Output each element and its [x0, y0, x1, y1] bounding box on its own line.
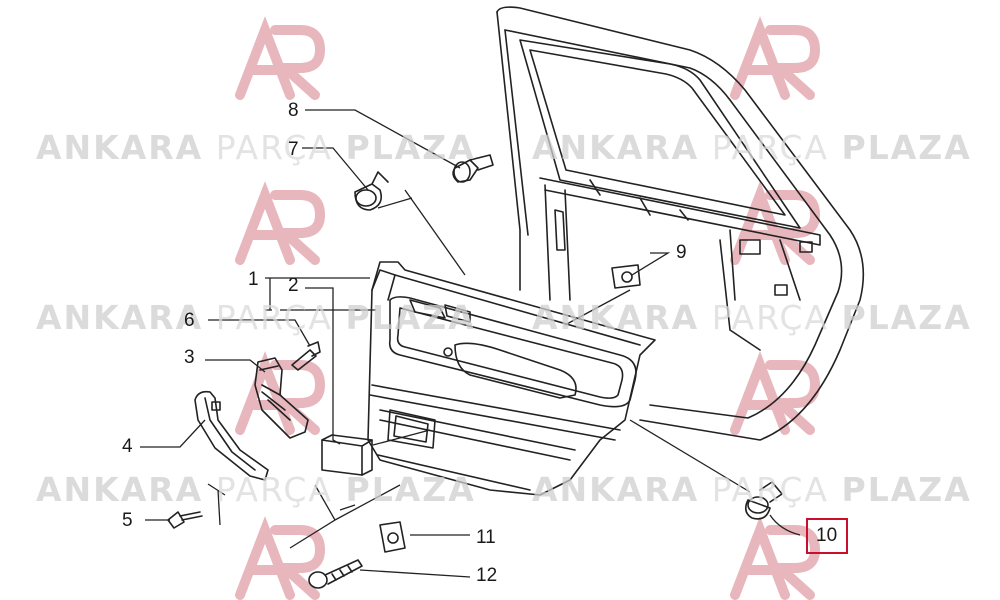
door-trim-panel [367, 261, 656, 496]
watermark-text: ANKARA PARÇA PLAZA [532, 470, 972, 509]
part-12-screw [308, 559, 363, 589]
part-10-screw [744, 481, 783, 520]
watermark-text: ANKARA PARÇA PLAZA [532, 298, 972, 337]
part-2-insert [321, 434, 373, 476]
callout-7: 7 [288, 139, 299, 160]
part-4-grip [194, 390, 269, 481]
callout-8: 8 [288, 100, 299, 121]
part-7-screw [354, 171, 389, 211]
callout-6: 6 [184, 310, 195, 331]
watermark-text: ANKARA PARÇA PLAZA [36, 128, 476, 167]
watermark-logo [235, 16, 326, 100]
watermark-logo [730, 516, 821, 600]
callout-10: 10 [816, 525, 838, 546]
callout-9: 9 [676, 242, 687, 263]
watermark-logos [235, 16, 821, 600]
callout-1: 1 [248, 269, 259, 290]
highlight-box [806, 518, 848, 554]
part-8-screw [452, 154, 494, 183]
door-frame [496, 6, 865, 441]
callout-2: 2 [288, 275, 299, 296]
watermark-logo [730, 181, 821, 265]
callout-11: 11 [476, 527, 496, 548]
callout-5: 5 [122, 510, 133, 531]
watermark-logo [235, 516, 326, 600]
watermark-text: ANKARA PARÇA PLAZA [532, 128, 972, 167]
watermark-logo [730, 16, 821, 100]
part-11-clip [379, 521, 406, 553]
callout-4: 4 [122, 436, 133, 457]
watermark-logo [235, 181, 326, 265]
watermark-text: ANKARA PARÇA PLAZA [36, 298, 476, 337]
callout-12: 12 [476, 565, 498, 586]
part-9-clip [611, 264, 641, 289]
part-5-screw [167, 511, 203, 529]
part-3-bracket [254, 357, 309, 439]
leader-lines [140, 109, 801, 578]
callout-3: 3 [184, 347, 195, 368]
watermark-text: ANKARA PARÇA PLAZA [36, 470, 476, 509]
part-6-screw [291, 341, 321, 371]
watermark-logo [730, 351, 821, 435]
